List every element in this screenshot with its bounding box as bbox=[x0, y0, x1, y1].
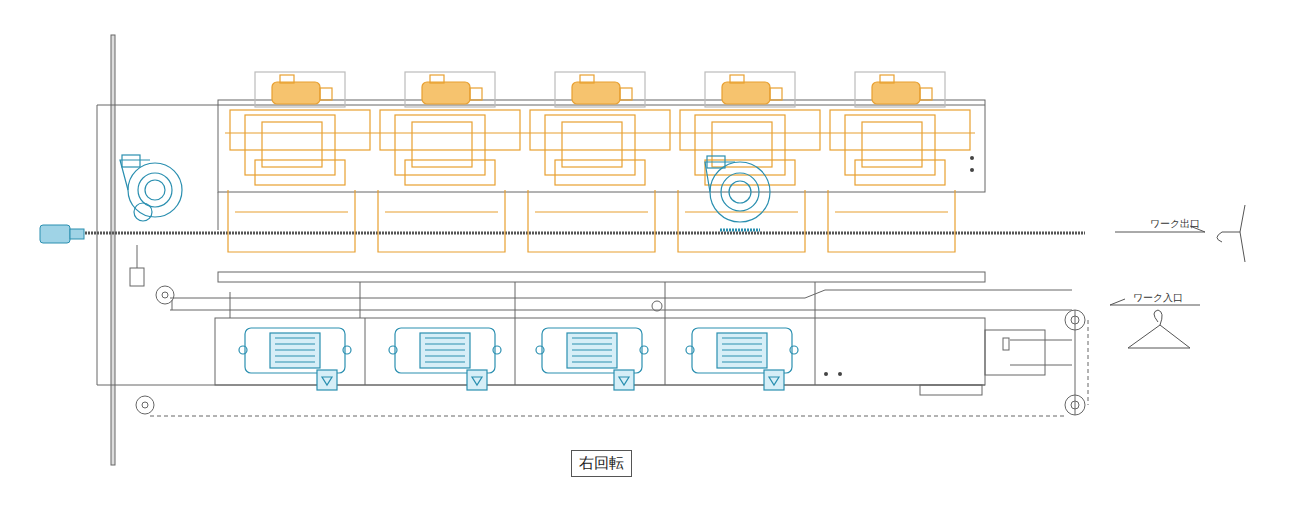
rotation-box: 右回転 bbox=[571, 450, 632, 477]
box-text: 右回転 bbox=[579, 454, 624, 473]
flow-label: ワーク入口 bbox=[1133, 291, 1183, 305]
flow-label: ワーク出口 bbox=[1150, 217, 1200, 231]
